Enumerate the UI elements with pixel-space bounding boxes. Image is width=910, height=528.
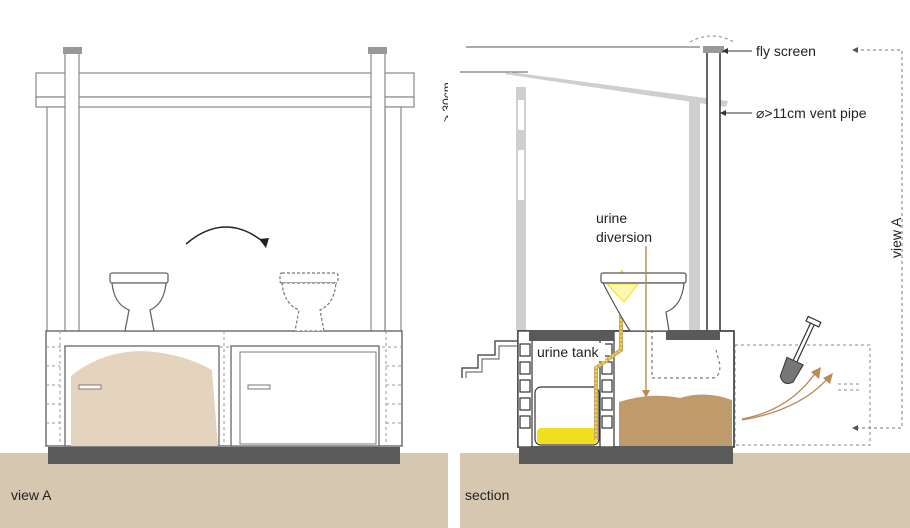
left-side-posts xyxy=(46,106,402,334)
chamber-1-handle xyxy=(78,384,102,390)
removal-arrows xyxy=(741,371,829,421)
urine-diversion-label-1: urine xyxy=(596,210,627,226)
right-ground xyxy=(460,453,910,528)
left-panel: view A xyxy=(0,47,448,528)
urine-chamber-lid xyxy=(529,331,614,341)
shovel-icon xyxy=(779,315,822,384)
section-slab xyxy=(519,447,733,464)
left-ground xyxy=(0,453,448,528)
left-column-studs xyxy=(518,100,524,200)
vent-pipe-leader-head xyxy=(720,110,726,116)
vent-collar xyxy=(666,330,720,340)
handrail-inner xyxy=(465,345,517,378)
view-marker-label: view A xyxy=(888,217,904,258)
fly-screen-dashes xyxy=(689,35,735,43)
toilet-dashed xyxy=(279,272,339,332)
left-caption: view A xyxy=(11,487,52,503)
section-toilet xyxy=(600,272,687,332)
left-slab xyxy=(48,447,400,464)
removal-arrowhead-1 xyxy=(811,367,821,379)
left-chamber-1 xyxy=(64,345,220,447)
section-column-left xyxy=(516,87,526,331)
access-door-outline xyxy=(734,344,871,446)
left-chamber-2 xyxy=(230,345,380,447)
toilet-solid xyxy=(109,272,169,332)
left-vent-pipes xyxy=(63,47,387,334)
section-column-right xyxy=(689,101,700,331)
removal-arrowhead-2 xyxy=(823,373,833,384)
view-marker-arrow-bottom xyxy=(852,425,858,431)
vent-pipe-label: ⌀>11cm vent pipe xyxy=(756,105,867,121)
right-panel: > 30cm xyxy=(440,35,910,528)
handrail xyxy=(461,340,517,378)
panel-divider xyxy=(448,0,460,528)
right-caption: section xyxy=(465,487,509,503)
urine-tank-label: urine tank xyxy=(537,344,599,360)
vent-pipe xyxy=(706,51,721,335)
clearance-dimension xyxy=(448,36,700,98)
urine-tank xyxy=(534,386,600,446)
feces-arrowhead xyxy=(642,390,650,398)
airflow-arrow xyxy=(651,330,721,379)
fly-screen-label: fly screen xyxy=(756,43,816,59)
fly-screen-cap xyxy=(703,46,724,53)
view-a-marker xyxy=(855,49,903,429)
compost-heap xyxy=(619,394,732,446)
urine-tank-label-bg xyxy=(533,343,605,361)
section-roof xyxy=(504,72,728,107)
chamber-2-handle xyxy=(247,384,271,390)
compost-pile xyxy=(71,351,218,446)
move-arrow xyxy=(185,226,267,245)
fly-screen-leader-head xyxy=(722,48,728,54)
move-arrow-head xyxy=(259,238,269,248)
left-roof-frame xyxy=(35,72,415,108)
urine-diversion-label-2: diversion xyxy=(596,229,652,245)
view-marker-arrow-top xyxy=(852,47,858,53)
